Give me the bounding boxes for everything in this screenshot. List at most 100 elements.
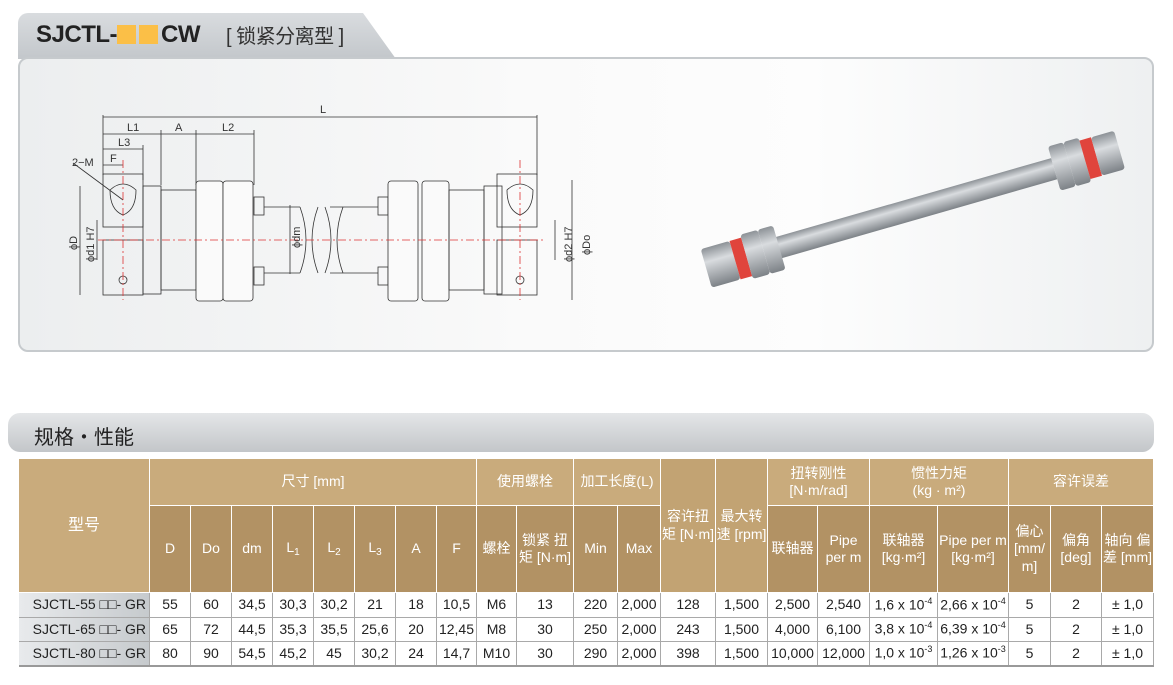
table-cell: 10,000 <box>767 641 818 667</box>
label-dm: ϕdm <box>291 227 303 248</box>
col-L1: L1 <box>272 505 314 593</box>
table-cell: 2,540 <box>817 592 870 618</box>
col-angle: 偏角 [deg] <box>1050 505 1102 593</box>
inertia-base: 3,8 x 10 <box>874 620 925 637</box>
inertia-exponent: -3 <box>997 644 1006 655</box>
label-F: F <box>110 153 117 165</box>
inertia-exponent: -3 <box>924 644 933 655</box>
col-stiff-coupling: 联轴器 <box>767 505 818 593</box>
col-L2-main: L <box>327 538 336 555</box>
placeholder-square <box>139 25 158 44</box>
label-D: ϕD <box>68 236 80 250</box>
table-cell: 30 <box>516 641 574 667</box>
table-cell: 2,000 <box>617 616 661 642</box>
table-cell: 1,500 <box>715 592 768 618</box>
table-cell: 12,45 <box>436 616 477 642</box>
title-prefix: SJCTL- <box>36 20 118 48</box>
table-cell: 10,5 <box>436 592 477 618</box>
label-2M: 2−M <box>72 157 94 169</box>
label-Do: ϕDo <box>581 235 593 255</box>
table-cell: 45 <box>313 641 355 667</box>
table-cell: 21 <box>354 592 396 618</box>
table-cell: 12,000 <box>817 641 870 667</box>
section-header: 规格・性能 <box>8 413 1154 452</box>
inertia-exponent: -4 <box>997 595 1006 606</box>
group-inertia: 惯性力矩(kg · m²) <box>869 458 1009 506</box>
inertia-exponent: -4 <box>924 620 933 631</box>
table-cell: ± 1,0 <box>1101 641 1154 667</box>
col-Do: Do <box>190 505 232 593</box>
table-cell: 55 <box>149 592 191 618</box>
col-bolt: 螺栓 <box>476 505 517 593</box>
stiffness-title: 扭转刚性 <box>790 464 847 481</box>
col-L3: L3 <box>354 505 396 593</box>
inertia-cell: 1,6 x 10-4 <box>869 592 938 618</box>
title-subtitle: [ 锁紧分离型 ] <box>225 26 344 48</box>
col-min: Min <box>573 505 618 593</box>
table-cell: 35,5 <box>313 616 355 642</box>
group-bolt: 使用螺栓 <box>476 458 574 506</box>
table-cell: 30,2 <box>354 641 396 667</box>
table-cell: 65 <box>149 616 191 642</box>
dimension-lines <box>72 115 573 300</box>
table-cell: 2 <box>1050 592 1102 618</box>
col-stiff-pipe: Pipe per m <box>817 505 870 593</box>
col-lock-torque: 锁紧 扭矩 [N·m] <box>516 505 574 593</box>
table-cell: 4,000 <box>767 616 818 642</box>
model: SJCTL-55 □□- GR <box>18 592 150 618</box>
col-torque: 容许扭矩 [N·m] <box>660 458 716 593</box>
table-cell: 243 <box>660 616 716 642</box>
table-cell: 30,3 <box>272 592 314 618</box>
right-spider <box>1079 137 1102 180</box>
left-clamp-hub <box>701 241 740 287</box>
table-cell: 60 <box>190 592 232 618</box>
table-cell: 80 <box>149 641 191 667</box>
table-cell: 1,500 <box>715 641 768 667</box>
inertia-base: 1,26 x 10 <box>940 645 998 662</box>
table-cell: 34,5 <box>231 592 273 618</box>
table-cell: 220 <box>573 592 618 618</box>
label-L3: L3 <box>118 137 130 149</box>
model: SJCTL-80 □□- GR <box>18 641 150 667</box>
table-cell: 72 <box>190 616 232 642</box>
inertia-base: 1,0 x 10 <box>874 645 925 662</box>
group-tolerance: 容许误差 <box>1008 458 1154 506</box>
col-L2-sub: 2 <box>335 546 341 558</box>
col-L3-sub: 3 <box>376 546 382 558</box>
table-cell: 2,500 <box>767 592 818 618</box>
title-tab <box>18 13 396 59</box>
table-cell: 30,2 <box>313 592 355 618</box>
col-speed: 最大转速 [rpm] <box>715 458 768 593</box>
col-inertia-pipe: Pipe per m [kg·m²] <box>937 505 1009 593</box>
group-stiffness: 扭转刚性[N·m/rad] <box>767 458 870 506</box>
table-cell: M8 <box>476 616 517 642</box>
table-cell: ± 1,0 <box>1101 592 1154 618</box>
table-cell: 35,3 <box>272 616 314 642</box>
label-A: A <box>175 122 183 134</box>
col-inertia-coupling: 联轴器 [kg·m²] <box>869 505 938 593</box>
col-dm: dm <box>231 505 273 593</box>
label-L2: L2 <box>222 122 234 134</box>
table-cell: 2 <box>1050 641 1102 667</box>
title-suffix: CW <box>161 20 200 48</box>
table-cell: 24 <box>395 641 437 667</box>
table-cell: 398 <box>660 641 716 667</box>
inertia-unit: (kg · m²) <box>912 482 966 498</box>
pipe <box>762 158 1058 262</box>
table-cell: 30 <box>516 616 574 642</box>
table-cell: 14,7 <box>436 641 477 667</box>
right-hub <box>377 173 538 302</box>
technical-drawing: L L1 A L2 L3 F 2−M ϕD ϕd1 H7 ϕdm ϕd2 H7 … <box>68 104 593 302</box>
table-cell: 54,5 <box>231 641 273 667</box>
center-lines <box>98 160 545 300</box>
label-d1: ϕd1 H7 <box>85 226 97 262</box>
inertia-cell: 1,26 x 10-3 <box>937 641 1009 667</box>
table-cell: 90 <box>190 641 232 667</box>
label-L: L <box>320 104 326 116</box>
table-cell: 13 <box>516 592 574 618</box>
stiffness-unit: [N·m/rad] <box>789 482 848 498</box>
col-L2: L2 <box>313 505 355 593</box>
table-cell: M10 <box>476 641 517 667</box>
inertia-cell: 3,8 x 10-4 <box>869 616 938 642</box>
